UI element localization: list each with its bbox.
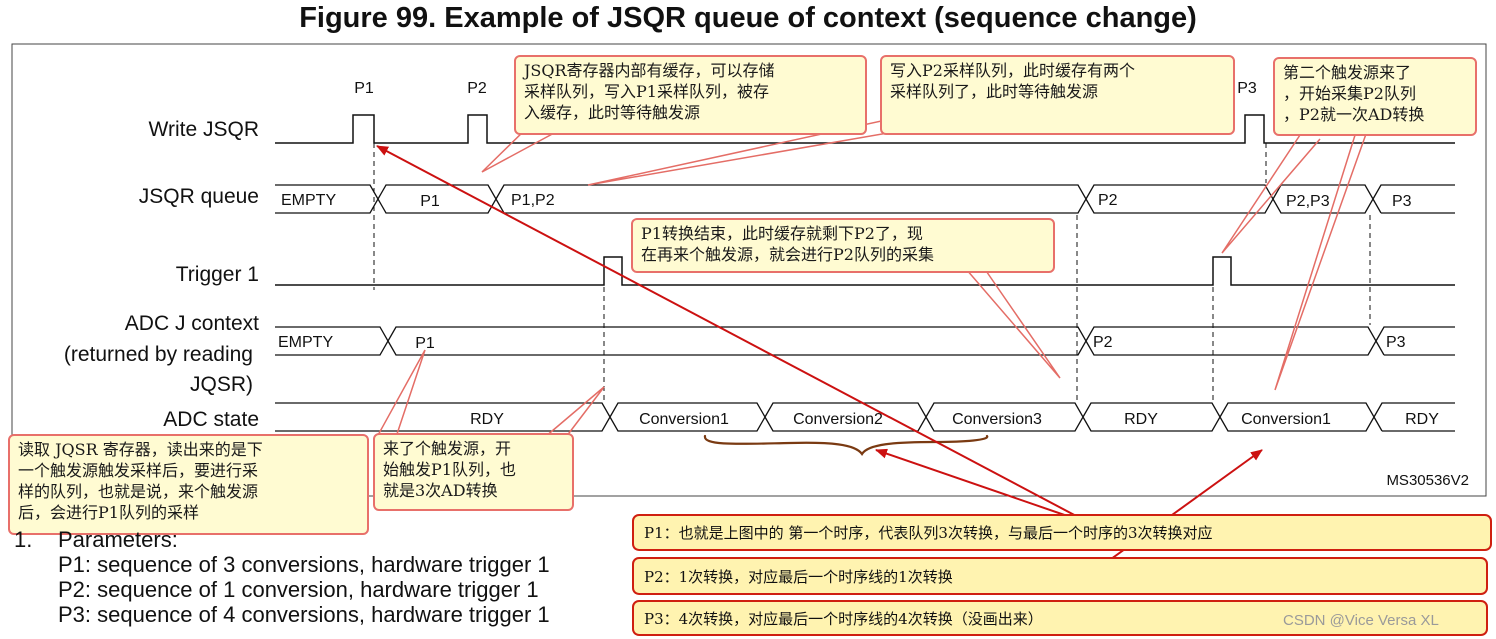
- queue-seg-p2: P2: [1098, 192, 1118, 209]
- note-read-jqsr-line-2: 一个触发源触发采样后，要进行采: [18, 461, 259, 480]
- note-read-jqsr-line-4: 后，会进行P1队列的采样: [18, 503, 199, 522]
- write-pulse-label-p1: P1: [354, 80, 374, 97]
- queue-seg-p1: P1: [420, 193, 440, 210]
- queue-seg-empty: EMPTY: [281, 192, 336, 209]
- state-seg-conversion1-b: Conversion1: [1241, 411, 1331, 428]
- state-seg-rdy-3: RDY: [1405, 411, 1439, 428]
- parameter-p3: P3: sequence of 4 conversions, hardware …: [58, 602, 550, 627]
- note-trigger-arrives: 来了个触发源，开 始触发P1队列，也 就是3次AD转换: [373, 433, 574, 511]
- figure-title: Figure 99. Example of JSQR queue of cont…: [299, 2, 1197, 34]
- trigger1-waveform: [275, 256, 1455, 286]
- summary-box-p2: P2：1次转换，对应最后一个时序线的1次转换: [632, 557, 1488, 595]
- context-seg-p2: P2: [1093, 334, 1113, 351]
- watermark: CSDN @Vice Versa XL: [1283, 612, 1439, 629]
- dashed-guides: [373, 143, 1371, 400]
- note-read-jqsr: 读取 JQSR 寄存器，读出来的是下 一个触发源触发采样后，要进行采 样的队列，…: [8, 434, 369, 535]
- signal-label-adc-context-1: ADC J context: [125, 312, 259, 335]
- note-write-p2-line-1: 写入P2采样队列，此时缓存有两个: [890, 61, 1135, 80]
- note-write-p2-line-2: 采样队列了，此时等待触发源: [890, 82, 1099, 101]
- signal-label-adc-context-2: (returned by reading: [64, 343, 253, 366]
- parameters-number: 1.: [14, 527, 33, 552]
- note-second-trigger-line-3: ，P2就一次AD转换: [1283, 105, 1425, 124]
- adc-state-bus: [275, 402, 1455, 432]
- context-seg-empty: EMPTY: [278, 334, 333, 351]
- parameter-p2: P2: sequence of 1 conversion, hardware t…: [58, 577, 539, 602]
- summary-box-p3: P3：4次转换，对应最后一个时序线的4次转换（没画出来）: [632, 600, 1488, 636]
- state-seg-conversion1: Conversion1: [639, 411, 729, 428]
- note-trigger-arrives-line-3: 就是3次AD转换: [383, 481, 498, 500]
- signal-label-jsqr-queue: JSQR queue: [139, 185, 259, 208]
- state-seg-conversion2: Conversion2: [793, 411, 883, 428]
- note-p1-done-line-1: P1转换结束，此时缓存就剩下P2了，现: [641, 224, 923, 243]
- signal-label-adc-context-3: JQSR): [190, 373, 253, 396]
- adc-context-bus: [275, 326, 1455, 356]
- figure-frame: [11, 43, 1487, 497]
- signal-label-write-jsqr: Write JSQR: [149, 118, 259, 141]
- callout-pointers: [376, 117, 1367, 438]
- note-trigger-arrives-line-1: 来了个触发源，开: [383, 439, 512, 458]
- note-second-trigger-line-2: ，开始采集P2队列: [1283, 84, 1416, 103]
- note-jsqr-cache-line-1: JSQR寄存器内部有缓存，可以存储: [524, 61, 775, 80]
- conversion-brace: [703, 434, 989, 457]
- queue-seg-p3: P3: [1392, 193, 1412, 210]
- note-read-jqsr-line-3: 样的队列，也就是说，来个触发源: [18, 482, 259, 501]
- parameters-list: 1. Parameters: P1: sequence of 3 conversi…: [14, 527, 550, 627]
- queue-seg-p1p2: P1,P2: [511, 192, 555, 209]
- state-seg-rdy-1: RDY: [470, 411, 504, 428]
- signal-label-trigger1: Trigger 1: [176, 263, 259, 286]
- note-jsqr-cache-line-3: 入缓存，此时等待触发源: [524, 103, 701, 122]
- note-second-trigger-line-1: 第二个触发源来了: [1283, 63, 1412, 82]
- state-seg-conversion3: Conversion3: [952, 411, 1042, 428]
- note-p1-done: P1转换结束，此时缓存就剩下P2了，现 在再来个触发源，就会进行P2队列的采集: [631, 218, 1055, 273]
- state-seg-rdy-2: RDY: [1124, 411, 1158, 428]
- parameter-p1: P1: sequence of 3 conversions, hardware …: [58, 552, 550, 577]
- figure-code: MS30536V2: [1386, 472, 1469, 489]
- summary-box-p1: P1：也就是上图中的 第一个时序，代表队列3次转换，与最后一个时序的3次转换对应: [632, 514, 1492, 551]
- note-write-p2: 写入P2采样队列，此时缓存有两个 采样队列了，此时等待触发源: [880, 55, 1235, 135]
- write-jsqr-waveform: [275, 114, 1455, 144]
- parameters-heading: 1. Parameters:: [14, 527, 550, 552]
- note-second-trigger: 第二个触发源来了 ，开始采集P2队列 ，P2就一次AD转换: [1273, 57, 1477, 136]
- context-seg-p1: P1: [415, 335, 435, 352]
- signal-label-adc-state: ADC state: [163, 408, 259, 431]
- write-pulse-label-p3: P3: [1237, 80, 1257, 97]
- parameters-heading-text: Parameters:: [58, 527, 178, 552]
- jsqr-queue-bus: [275, 184, 1455, 214]
- queue-seg-p2p3: P2,P3: [1286, 193, 1330, 210]
- note-read-jqsr-line-1: 读取 JQSR 寄存器，读出来的是下: [18, 440, 263, 459]
- note-jsqr-cache: JSQR寄存器内部有缓存，可以存储 采样队列，写入P1采样队列，被存 入缓存，此…: [514, 55, 867, 135]
- note-jsqr-cache-line-2: 采样队列，写入P1采样队列，被存: [524, 82, 769, 101]
- context-seg-p3: P3: [1386, 334, 1406, 351]
- write-pulse-label-p2: P2: [467, 80, 487, 97]
- note-p1-done-line-2: 在再来个触发源，就会进行P2队列的采集: [641, 245, 934, 264]
- note-trigger-arrives-line-2: 始触发P1队列，也: [383, 460, 516, 479]
